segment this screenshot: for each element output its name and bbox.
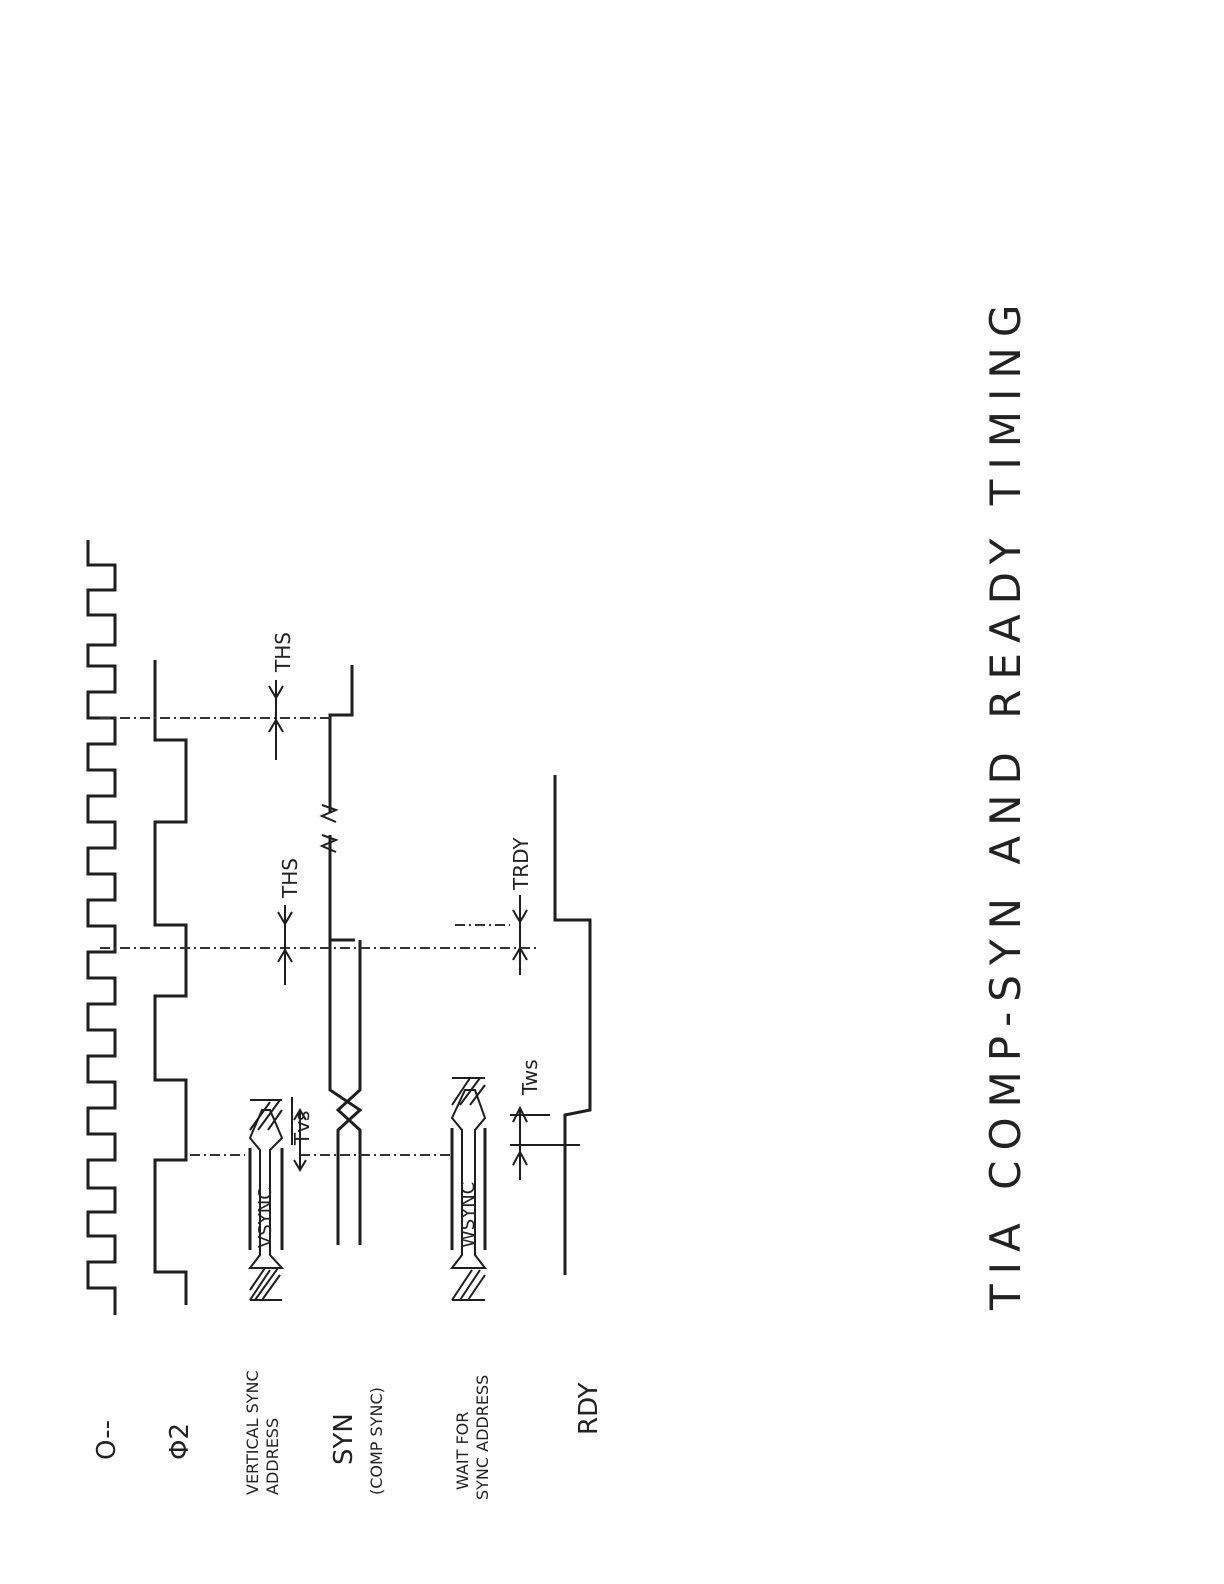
tvs-label: Tvs (290, 1111, 314, 1146)
label-rdy: RDY (574, 1382, 604, 1435)
label-clock: O-- (92, 1420, 122, 1460)
ths2-label: THS (271, 632, 295, 673)
reference-lines (100, 717, 540, 1156)
trdy-label: TRDY (509, 837, 533, 891)
wsync-hatch-left (451, 1269, 486, 1301)
vsync-hatch-left (249, 1267, 282, 1301)
ths2-annotation: THS (268, 632, 295, 760)
vsync-address-bus: VSYNC (247, 1099, 285, 1301)
label-vsync-address-1: VERTICAL SYNC (243, 1370, 262, 1495)
vsync-box (247, 1109, 285, 1269)
signal-labels: O-- Φ2 VERTICAL SYNC ADDRESS SYN (COMP S… (92, 1370, 604, 1500)
label-syn-comp: (COMP SYNC) (367, 1387, 386, 1495)
clock-waveform (86, 540, 117, 1315)
ths1-annotation: THS (277, 858, 302, 985)
syn-waveform-2 (328, 665, 354, 940)
tvs-annotation: Tvs (290, 1097, 314, 1172)
tws-annotation: Tws (510, 1059, 580, 1180)
rdy-waveform (553, 775, 592, 1275)
label-vsync-address-2: ADDRESS (263, 1418, 282, 1495)
ths1-label: THS (278, 858, 302, 899)
wsync-box-label: WSYNC (458, 1182, 479, 1248)
wsync-box (449, 1089, 488, 1269)
vsync-hatch-right (249, 1099, 283, 1131)
syn-break-icon (319, 804, 339, 853)
label-phi2: Φ2 (165, 1423, 195, 1460)
label-wait-2: SYNC ADDRESS (473, 1375, 492, 1500)
wsync-hatch-right (451, 1077, 486, 1106)
vsync-box-label: VSYNC (255, 1187, 276, 1248)
trdy-annotation: TRDY (509, 837, 533, 975)
tws-label: Tws (518, 1059, 542, 1096)
diagram-title: TIA COMP-SYN AND READY TIMING (981, 295, 1030, 1311)
label-wait-1: WAIT FOR (453, 1412, 472, 1490)
wsync-bus: WSYNC (449, 1077, 488, 1301)
label-syn: SYN (329, 1413, 359, 1465)
phi2-waveform (153, 660, 188, 1305)
syn-waveform (328, 938, 363, 1245)
